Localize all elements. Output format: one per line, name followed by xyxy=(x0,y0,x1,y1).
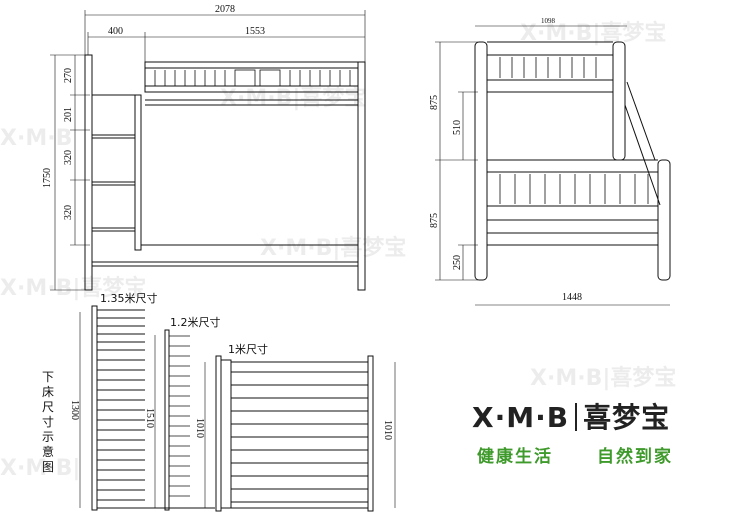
dim-side-gap: 510 xyxy=(452,120,463,135)
watermark: X·M·B|喜梦宝 xyxy=(220,85,366,111)
dim-side-lower: 875 xyxy=(429,213,440,228)
watermark: X·M·B|喜梦宝 xyxy=(530,365,676,391)
dim-width-ladder: 400 xyxy=(108,26,123,37)
lower-bed-views xyxy=(79,305,396,512)
label-size-12: 1.2米尺寸 xyxy=(170,315,221,329)
watermark: X·M·B|喜梦宝 xyxy=(260,235,406,261)
dim-1-right: 1010 xyxy=(382,420,393,440)
dim-width-bed: 1553 xyxy=(245,26,265,37)
dim-height-total: 1750 xyxy=(42,168,53,188)
dim-top-rail: 270 xyxy=(63,68,74,83)
dim-width-total: 2078 xyxy=(215,4,235,15)
watermark: X·M·B| xyxy=(0,456,80,481)
dim-135: 1300 xyxy=(69,400,80,420)
dim-step2: 320 xyxy=(63,150,74,165)
watermark: X·M·B|喜梦宝 xyxy=(0,275,146,301)
dim-side-width-bottom: 1448 xyxy=(562,292,582,303)
lower-bed-labels: 1.35米尺寸 1.2米尺寸 1米尺寸 1300 1510 1010 1010 xyxy=(69,291,393,440)
slogan-1: 健康生活 xyxy=(477,447,553,467)
front-view xyxy=(50,10,366,291)
logo-cn: 喜梦宝 xyxy=(583,401,671,434)
dim-step1: 201 xyxy=(63,107,74,122)
watermark: X·M·B xyxy=(0,126,72,151)
dim-step3: 320 xyxy=(63,205,74,220)
watermarks: X·M·B X·M·B|喜梦宝 X·M·B|喜梦宝 X·M·B|喜梦宝 X·M·… xyxy=(0,20,676,481)
dim-side-upper: 875 xyxy=(429,95,440,110)
label-size-135: 1.35米尺寸 xyxy=(100,291,158,305)
dim-1-left: 1010 xyxy=(194,418,205,438)
logo-divider xyxy=(575,403,578,431)
slogan-2: 自然到家 xyxy=(597,447,673,467)
label-size-1: 1米尺寸 xyxy=(228,342,268,356)
dim-12: 1510 xyxy=(144,408,155,428)
side-view xyxy=(435,25,671,306)
dim-side-width-top: 1098 xyxy=(541,17,556,25)
brand-logo: X·M·B 喜梦宝 xyxy=(472,396,670,436)
logo-latin: X·M·B xyxy=(472,401,570,434)
side-view-labels: 1098 1448 875 510 875 250 xyxy=(429,17,582,303)
dim-side-leg: 250 xyxy=(452,255,463,270)
lower-bed-title: 下床尺寸示意图 xyxy=(42,370,55,474)
front-view-labels: 2078 400 1553 1750 270 201 320 320 xyxy=(42,4,265,220)
